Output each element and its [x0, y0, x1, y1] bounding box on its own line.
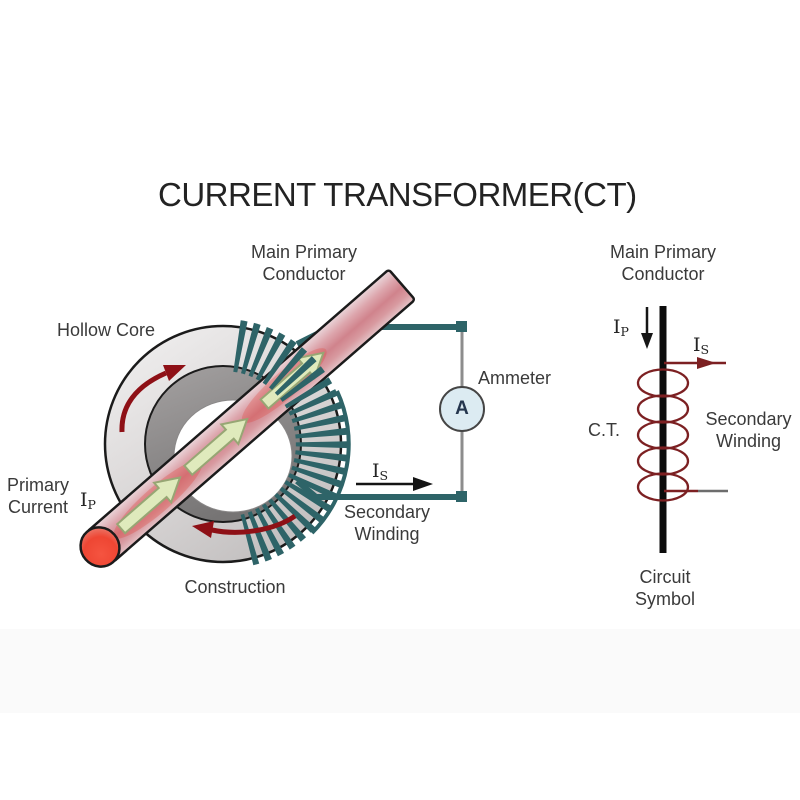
- secondary-current-arrow-left: [356, 477, 433, 491]
- symbol-secondary-current-arrow: [664, 357, 726, 369]
- wire-joint-top: [456, 321, 467, 332]
- current-arrow-1: [115, 476, 182, 535]
- main-primary-conductor-label-left: Main Primary Conductor: [250, 242, 357, 284]
- secondary-wire-bottom: [295, 478, 462, 500]
- ammeter-dial: [439, 386, 485, 432]
- rod-end-cap: [79, 526, 121, 568]
- ammeter-label: Ammeter: [478, 368, 552, 388]
- flux-arrow-upper: [119, 365, 186, 433]
- symbol-primary-current-arrow: [641, 307, 653, 349]
- primary-current-label: Primary Current: [7, 475, 69, 517]
- secondary-winding-edge: [310, 390, 351, 535]
- page-title: CURRENT TRANSFORMER(CT): [158, 176, 637, 213]
- secondary-current-symbol-left: IS: [372, 460, 389, 483]
- secondary-winding-label-left: Secondary Winding: [343, 502, 431, 544]
- primary-current-symbol-right: IP: [613, 316, 629, 339]
- primary-current-symbol-left: IP: [80, 489, 96, 512]
- main-primary-conductor-rod: [79, 269, 416, 568]
- main-primary-conductor-label-right: Main Primary Conductor: [609, 242, 716, 284]
- ct-label: C.T.: [588, 420, 621, 440]
- current-arrow-2: [182, 417, 249, 477]
- slide-image-band: [0, 629, 800, 713]
- secondary-current-symbol-right: IS: [693, 334, 710, 357]
- wire-joint-bottom: [456, 491, 467, 502]
- secondary-winding-label-right: Secondary Winding: [705, 409, 792, 451]
- ammeter-symbol: A: [455, 398, 469, 419]
- symbol-secondary-coil: [636, 368, 690, 502]
- circuit-symbol-caption: Circuit Symbol: [634, 567, 696, 609]
- flux-arrow-lower: [192, 513, 297, 538]
- construction-caption: Construction: [184, 577, 286, 597]
- hollow-core-label: Hollow Core: [57, 320, 156, 340]
